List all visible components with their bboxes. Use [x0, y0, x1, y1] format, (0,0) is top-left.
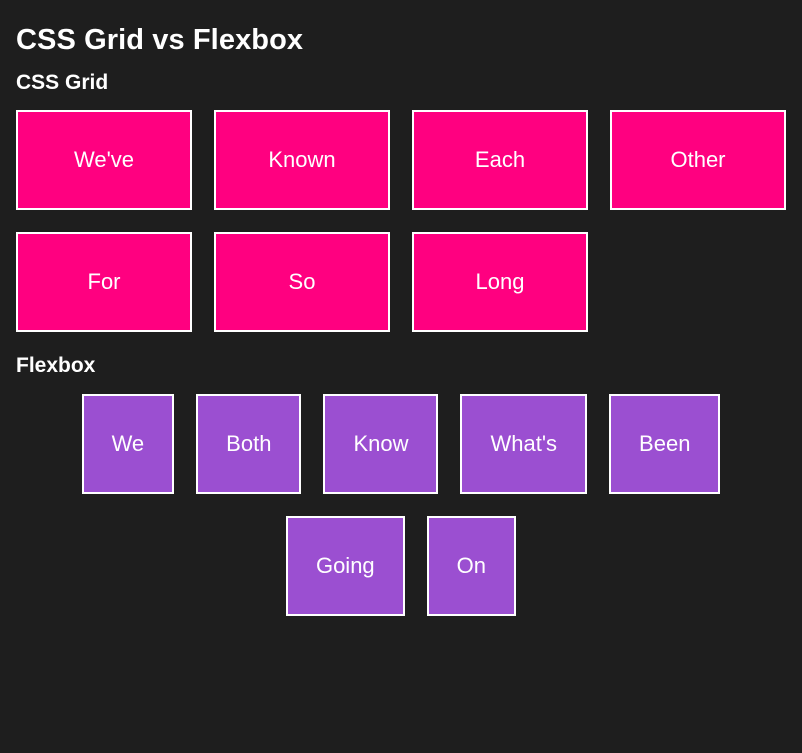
flex-container: We Both Know What's Been Going On	[51, 393, 751, 616]
grid-section-heading: CSS Grid	[16, 71, 109, 95]
grid-item[interactable]: We've	[16, 110, 192, 211]
grid-item[interactable]: Other	[610, 110, 786, 211]
flex-item[interactable]: What's	[460, 393, 588, 494]
grid-container: We've Known Each Other For So Long	[16, 110, 786, 333]
flex-item[interactable]: Going	[285, 515, 405, 616]
flex-item[interactable]: Know	[323, 393, 439, 494]
page-title: CSS Grid vs Flexbox	[16, 24, 304, 56]
flex-section-heading: Flexbox	[16, 354, 96, 378]
flex-item[interactable]: On	[426, 515, 517, 616]
flex-item[interactable]: We	[81, 393, 175, 494]
flex-item[interactable]: Both	[196, 393, 302, 494]
grid-item[interactable]: For	[16, 232, 192, 333]
grid-item[interactable]: Long	[412, 232, 588, 333]
grid-item[interactable]: Known	[214, 110, 390, 211]
grid-item[interactable]: So	[214, 232, 390, 333]
flex-item[interactable]: Been	[609, 393, 721, 494]
grid-item[interactable]: Each	[412, 110, 588, 211]
